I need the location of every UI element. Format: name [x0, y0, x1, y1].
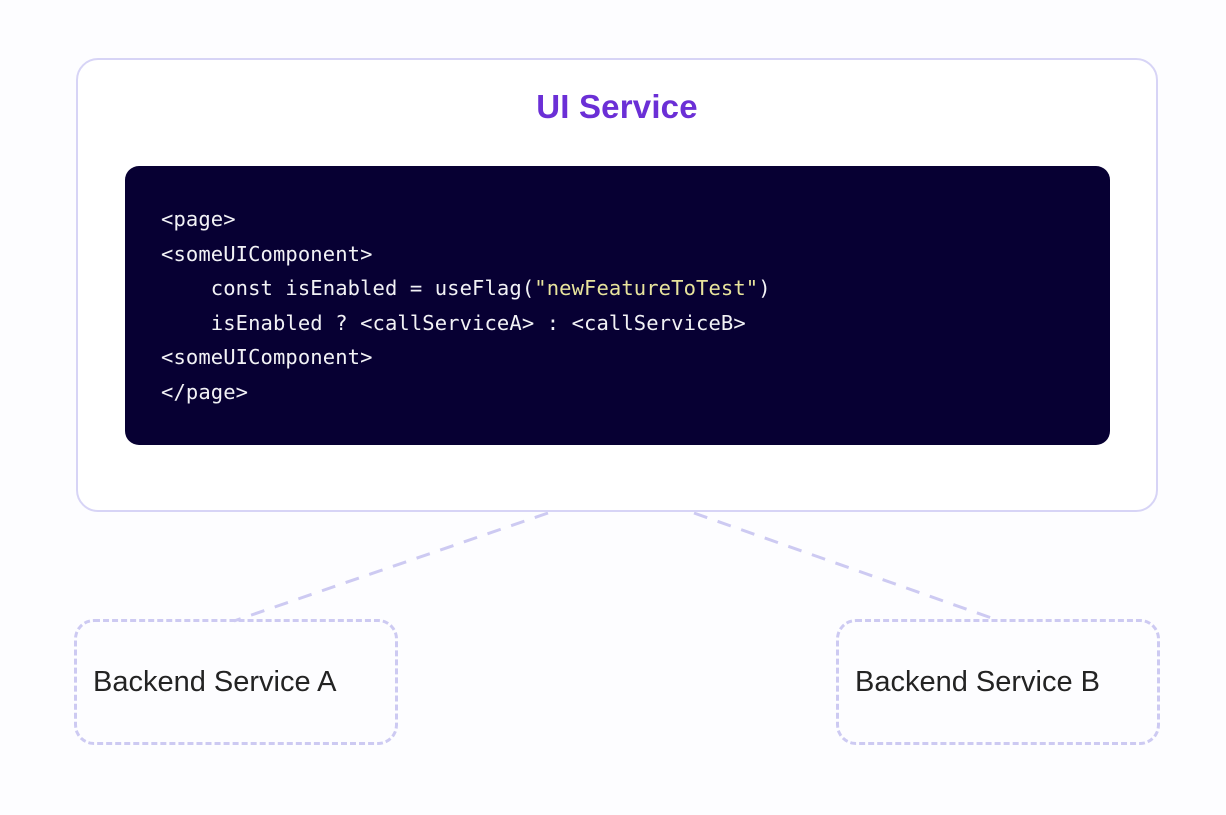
code-text: const isEnabled = useFlag(	[161, 276, 535, 300]
backend-service-b-box[interactable]: Backend Service B	[836, 619, 1160, 745]
backend-service-a-label: Backend Service A	[93, 665, 337, 698]
line-4: isEnabled ? <callServiceA> : <callServic…	[161, 306, 1110, 341]
code-text: <page>	[161, 207, 236, 231]
connector-to-backend-b	[693, 511, 1001, 623]
code-text: <someUIComponent>	[161, 241, 373, 266]
line-3: const isEnabled = useFlag("newFeatureToT…	[161, 271, 1110, 306]
code-lines: <page> <someUIComponent> const isEnabled …	[161, 202, 1110, 409]
code-string-literal: "newFeatureToTest"	[534, 276, 759, 300]
line-1: <page>	[161, 202, 1110, 237]
code-text: isEnabled ? <callServiceA> : <callServic…	[161, 310, 746, 335]
backend-service-a-box[interactable]: Backend Service A	[74, 619, 398, 745]
code-block: <page> <someUIComponent> const isEnabled …	[125, 166, 1110, 445]
ui-service-title: UI Service	[536, 88, 698, 125]
line-5: <someUIComponent>	[161, 340, 1110, 375]
code-text: )	[758, 276, 771, 300]
connector-to-backend-a	[233, 511, 549, 623]
line-6: </page>	[161, 375, 1110, 410]
line-2: <someUIComponent>	[161, 237, 1110, 272]
code-text: </page>	[161, 379, 249, 404]
code-text: <someUIComponent>	[161, 345, 373, 369]
ui-service-card: UI Service <page> <someUIComponent> const…	[76, 58, 1158, 512]
backend-service-b-label: Backend Service B	[855, 665, 1101, 698]
